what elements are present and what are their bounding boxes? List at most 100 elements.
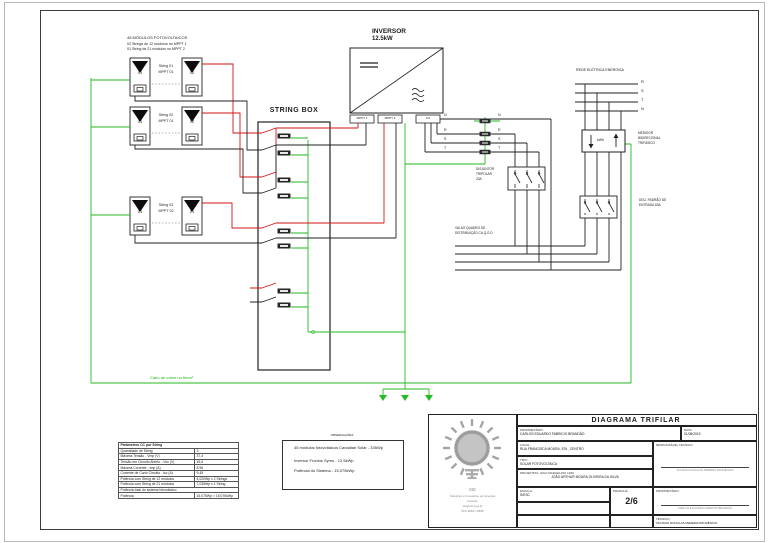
string-mppt: MPPT 01 (158, 119, 174, 123)
note-item: Inversor Fronius Symo - 12.5kWp (294, 458, 354, 463)
string-mppt: MPPT 01 (158, 70, 174, 74)
ac-fuse-icons (479, 118, 491, 155)
tripolar-breaker-icon (507, 166, 546, 191)
cc-row-value: 4,020Wp x 2 Strings (194, 475, 239, 483)
phase-label-s: S (444, 137, 447, 141)
dc-symbol (360, 62, 378, 68)
cc-row-value: 37,4 (194, 453, 239, 460)
pv-module (181, 106, 203, 146)
tecnico-label: TÉCNICO: (656, 517, 671, 521)
owner-sign-label: PROPRIETÁRIO: (656, 489, 680, 493)
empty-cell (517, 502, 610, 515)
string-box (257, 121, 331, 371)
breaker-label: TRIPOLAR (476, 172, 492, 176)
designer-cell: PROJETISTA: IAGO MARCELINO LIMA JOÃO ART… (517, 469, 653, 487)
empty-cell (610, 515, 653, 528)
pv-subtitle-2: 01 String de 21 módulos no MPPT 2 (127, 47, 185, 51)
distribution-note: VAI AO QUADRO DE (455, 226, 486, 230)
meter-label: MEDIDOR (638, 131, 654, 135)
string-box-title: STRING BOX (269, 107, 319, 114)
signature-line (661, 505, 749, 506)
resp-tecnico-label: RESPONSÁVEL TÉCNICO: (656, 443, 694, 447)
ground-cable-label: Cabo de cobre nu 6mm² (150, 375, 194, 380)
meter-label: TRIFÁSICO (638, 141, 656, 145)
grid-phase-n: N (641, 106, 644, 111)
ac-symbol (411, 87, 425, 103)
entry-breaker-icon (579, 195, 618, 219)
cc-footer-title: Potência total do sistema fotovoltaico (118, 486, 239, 494)
sie-logo-icon (443, 419, 501, 479)
titleblock-title-cell: DIAGRAMA TRIFILAR (517, 414, 757, 426)
resp-tecnico-cell: RESPONSÁVEL TÉCNICO: (653, 441, 757, 487)
owner-label: PROPRIETÁRIO: (520, 428, 544, 432)
phase-label-t: T (444, 146, 447, 150)
date-label: DATA: (684, 428, 693, 432)
cc-table-title: Parâmetros CC por String (118, 442, 239, 449)
phase-label-r: R (444, 128, 447, 132)
terminal-ca: CA (425, 115, 431, 120)
scale-label: ESCALA: (520, 489, 533, 493)
terminal-mppt1: MPPT 1 (356, 115, 368, 120)
grid-phase-r: R (641, 79, 644, 84)
owner-value: CARLOS EDUARDO FABRICIO BRANDÃO (520, 432, 585, 436)
module-number: 01 (137, 209, 143, 214)
note-item: 45 módulos fotovoltaicos Canadian Solar … (294, 445, 383, 450)
logo-email: sie@sie.eng.br (462, 504, 483, 508)
phase-label-n: N (498, 113, 501, 117)
notes-box (282, 440, 404, 490)
pv-module (129, 106, 151, 146)
local-cell: LOCAL: RUA FRANCISCA MOURA, 576 , CENTRO (517, 441, 653, 456)
entry-breaker-label: ENTRADA 63A (639, 203, 661, 207)
date-value: 01/08/2019 (684, 432, 701, 436)
pv-subtitle-1: 02 Strings de 12 módulos no MPPT 1 (127, 42, 187, 46)
tecnico-name: TACIANO DOUGLAS PEREIRA PRUDÊNCIO (656, 521, 718, 525)
phase-label-n: N (444, 113, 447, 117)
resp-sign-name: TACIANO DOUGLAS PEREIRA PRUDÊNCIO (676, 467, 734, 472)
logo-phone: (83) 99817-3898 (461, 509, 484, 513)
pv-modules (129, 57, 203, 236)
dc-negative-wires (134, 96, 397, 303)
page-border (4, 2, 765, 542)
signature-line (661, 467, 749, 468)
inverter-title: INVERSOR (372, 28, 406, 35)
cc-row-value: 3 (194, 447, 239, 455)
pv-module (181, 196, 203, 236)
dc-positive-wires (202, 63, 385, 289)
type-cell: TIPO: SOLAR FOTOVOLTAICA (517, 456, 653, 469)
series-dashes (152, 83, 180, 224)
designer-line1: PROJETISTA: IAGO MARCELINO LIMA (520, 471, 574, 475)
empty-cell (517, 515, 610, 528)
local-label: LOCAL: (520, 443, 531, 447)
distribution-note: DISTRIBUIÇÃO CA Q.G.D (455, 231, 493, 235)
type-label: TIPO: (520, 458, 528, 462)
cc-footer-value: 15,075Wp = 15,075kWp (194, 492, 239, 499)
grid-phase-t: T (641, 97, 644, 102)
cc-footer-label: Potência (118, 492, 195, 499)
grid-phase-s: S (641, 88, 644, 93)
string-name: String 03 (158, 203, 174, 207)
local-value: RUA FRANCISCA MOURA, 576 , CENTRO (520, 447, 584, 451)
inverter-power: 12.5kW (372, 36, 393, 42)
logo-contact-label: Contato: (466, 499, 479, 503)
sheet-number: 2/6 (625, 496, 638, 506)
pv-module (129, 57, 151, 97)
scale-value: S/ESC (520, 493, 530, 497)
logo-tagline: Soluções e Inovações em Energia (449, 493, 496, 498)
cc-row-value: 7,035Wp x 1 String (194, 481, 239, 488)
ground-electrode-icon (379, 395, 433, 401)
terminal-mppt2: MPPT 2 (384, 115, 396, 120)
meter-icon (581, 129, 626, 153)
string-fuse-icons (277, 133, 291, 308)
module-number: 01 (137, 119, 143, 124)
cc-row-value: 8,96 (194, 464, 239, 471)
drawing-frame (40, 10, 759, 530)
owner-cell: PROPRIETÁRIO: CARLOS EDUARDO FABRICIO BR… (517, 426, 681, 441)
ac-wires (424, 83, 638, 271)
cc-parameters-table: Parâmetros CC por String Quantidade de S… (118, 442, 239, 499)
scale-cell: ESCALA: S/ESC (517, 487, 610, 502)
module-number: 01 (137, 70, 143, 75)
phase-label-r: R (498, 128, 501, 132)
string-name: String 02 (158, 113, 174, 117)
